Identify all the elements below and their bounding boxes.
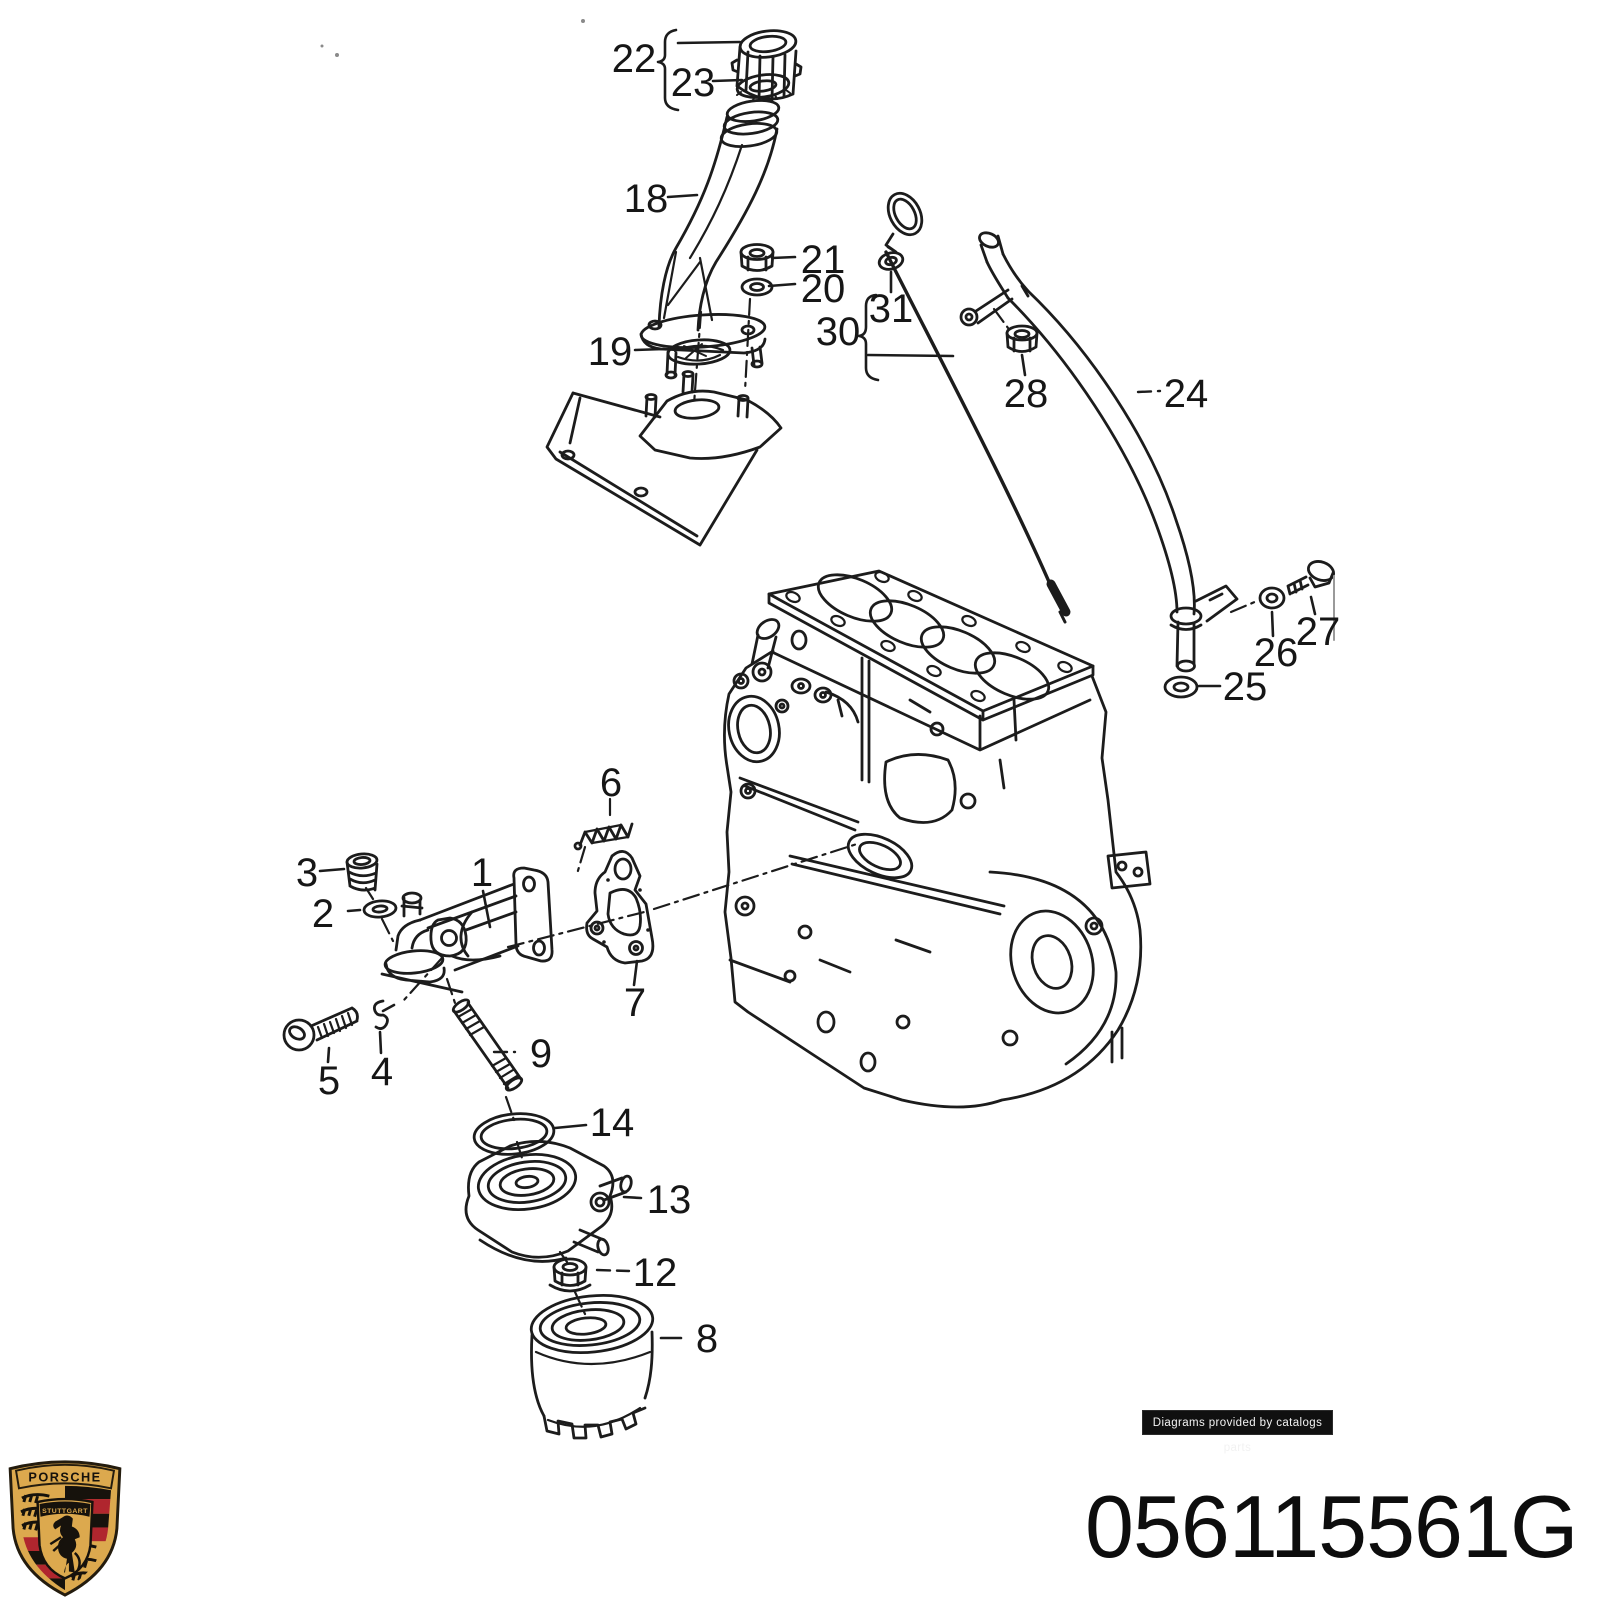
dashed-leaders [492, 389, 1162, 1273]
engine-block [723, 618, 1152, 1109]
crest-city-band [39, 1501, 91, 1517]
callout-9: 9 [530, 1032, 552, 1076]
part-21-nut [739, 243, 775, 272]
callout-30: 30 [816, 310, 861, 354]
callout-18: 18 [624, 177, 669, 221]
part-14-o-ring [472, 1112, 556, 1156]
antlers-top-left [20, 1493, 50, 1531]
part-number: 056115561G [1085, 1477, 1578, 1576]
callout-21: 21 [801, 238, 846, 282]
callout-28: 28 [1004, 372, 1049, 416]
callout-5: 5 [318, 1059, 340, 1103]
callout-23: 23 [671, 61, 716, 105]
callout-19: 19 [588, 330, 633, 374]
part-20-washer [740, 277, 774, 297]
watermark-badge: Diagrams provided by catalogs parts [1142, 1410, 1333, 1454]
part-8-oil-filter [529, 1294, 655, 1440]
part-4-clip [372, 999, 389, 1030]
part-26-seal [1258, 586, 1286, 610]
part-6-spring [573, 822, 634, 851]
part-7-gasket [585, 850, 655, 965]
callout-8: 8 [696, 1317, 718, 1361]
part-30-dipstick [884, 191, 1071, 624]
callout-24: 24 [1164, 372, 1209, 416]
callout-2: 2 [312, 892, 334, 936]
crest-banner [14, 1463, 116, 1490]
callout-1: 1 [471, 851, 493, 895]
part-13-oil-cooler [464, 1140, 633, 1263]
crest-city-text: STUTTGART [42, 1508, 88, 1515]
callout-26: 26 [1254, 631, 1299, 675]
leader-lines [318, 28, 1335, 1340]
assembly-axis-lines [364, 297, 1259, 1316]
callout-22: 22 [612, 37, 657, 81]
brace-30 [857, 293, 880, 382]
porsche-crest-logo: PORSCHE STUTTGART [8, 1460, 122, 1597]
part-24-guide-tube [959, 231, 1239, 673]
part-9-stud [451, 998, 524, 1092]
crest-brand-text: PORSCHE [28, 1469, 101, 1484]
crest-horse [49, 1515, 81, 1573]
callout-layer: 1234567891213141819202122232425262728303… [296, 37, 1340, 1361]
part-18-filler-tube [639, 99, 781, 380]
head-gasket [767, 569, 1095, 722]
part-3-plug [345, 852, 379, 892]
part-5-bolt [282, 1006, 359, 1052]
callout-31: 31 [869, 287, 914, 331]
part-31-seal [877, 251, 905, 271]
callout-4: 4 [371, 1050, 393, 1094]
part-22-oil-filler-cap [730, 29, 803, 102]
scan-specks [320, 19, 585, 57]
callout-12: 12 [633, 1251, 678, 1295]
part-27-bolt [1286, 560, 1335, 596]
callout-7: 7 [624, 981, 646, 1025]
brace-22 [656, 28, 680, 112]
part-23-cap-seal [735, 73, 791, 101]
callout-20: 20 [801, 267, 846, 311]
part-25-seal [1163, 675, 1199, 699]
valve-cover [545, 370, 783, 547]
callout-6: 6 [600, 761, 622, 805]
callout-3: 3 [296, 851, 318, 895]
part-28-nut [1005, 324, 1039, 353]
part-12-nut [548, 1257, 592, 1293]
callout-25: 25 [1223, 665, 1268, 709]
part-1-filter-bracket [380, 866, 554, 994]
callout-27: 27 [1296, 610, 1341, 654]
part-2-washer [362, 899, 398, 919]
callout-14: 14 [590, 1101, 635, 1145]
callout-13: 13 [647, 1178, 692, 1222]
